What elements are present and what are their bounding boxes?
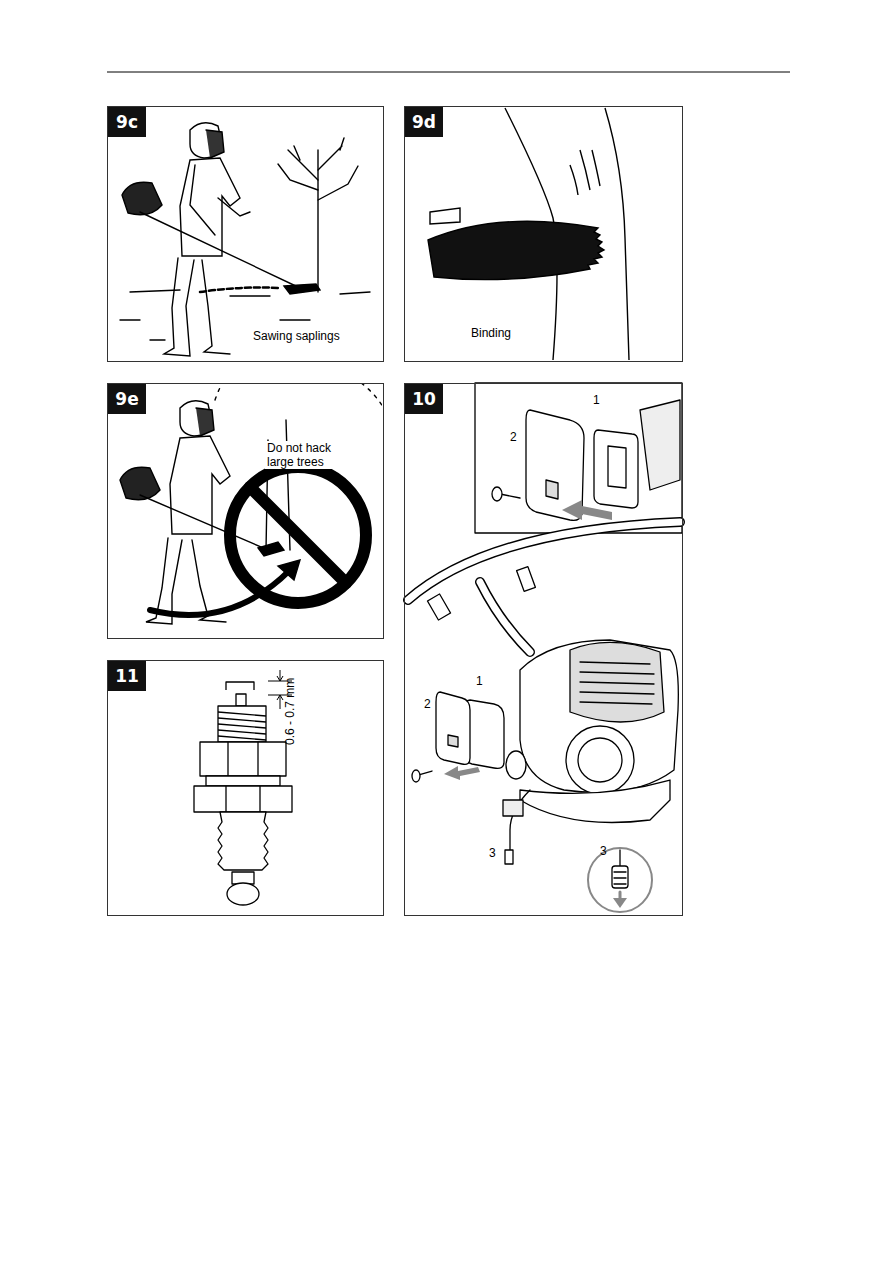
callout-number: 1 (476, 674, 483, 688)
callout-number: 2 (424, 697, 431, 711)
figure-caption: Binding (469, 326, 513, 340)
figure-number: 9c (108, 107, 146, 137)
figure-number: 10 (405, 384, 443, 414)
figure-number: 11 (108, 661, 146, 691)
figure-panel: 9dBinding (404, 106, 683, 362)
callout-number: 3 (489, 846, 496, 860)
figure-panel: 9cSawing saplings (107, 106, 384, 362)
figure-number: 9d (405, 107, 443, 137)
figure-number: 9e (108, 384, 146, 414)
callout-number: 3 (600, 844, 607, 858)
callout-number: 1 (593, 393, 600, 407)
figure-caption: Do not hack large trees (265, 441, 347, 469)
figure-panel: 10 (404, 383, 683, 916)
figure-caption: Sawing saplings (251, 329, 342, 343)
figure-panel: 11 (107, 660, 384, 916)
figure-panel: 9e Do not hack large trees (107, 383, 384, 639)
callout-number: 2 (510, 430, 517, 444)
dimension-label: 0.6 - 0.7 mm (283, 678, 297, 745)
